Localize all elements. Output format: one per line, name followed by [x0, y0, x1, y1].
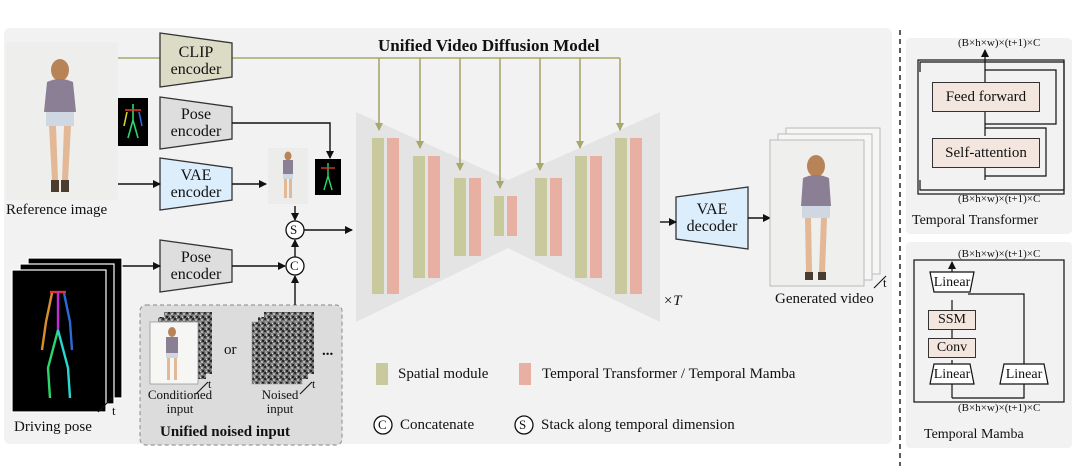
noised-time-label: t: [312, 377, 316, 391]
unet-blocks: [372, 138, 642, 294]
generated-video-stack: [769, 127, 881, 287]
legend-concat-circle: [373, 415, 393, 435]
vae-thumb-person: [283, 151, 293, 198]
temporal-module-bar: [469, 178, 481, 256]
conditioned-input-line2: input: [166, 401, 194, 417]
spatial-module-bar: [454, 178, 466, 256]
spatial-module-bar: [413, 156, 425, 278]
conditioned-input-stack: [149, 312, 212, 385]
clip-drop-lines: [375, 58, 624, 189]
pose-encoder-top-line1: Pose: [180, 105, 212, 123]
repeat-label: ×T: [663, 293, 682, 309]
tm-linear-top: Linear: [933, 275, 971, 290]
pose-encoder-top: Pose encoder: [160, 102, 232, 144]
temporal-module-bar: [550, 178, 562, 256]
noised-input-title: Unified noised input: [160, 424, 291, 440]
tm-bottom-shape: (B×h×w)×(t+1)×C: [958, 402, 1041, 414]
temporal-module-bar: [428, 156, 440, 278]
noised-input-label: Noised input: [250, 387, 310, 417]
clip-encoder-line1: CLIP: [178, 43, 214, 61]
conditioned-time-label: t: [208, 377, 212, 391]
driving-pose-time-label: t: [112, 403, 116, 418]
diagram-title: Unified Video Diffusion Model: [378, 36, 600, 55]
generated-video-label: Generated video: [775, 291, 874, 307]
tt-title: Temporal Transformer: [912, 213, 1039, 228]
concat-op-circle: [285, 256, 305, 276]
tm-linear-left: Linear: [933, 367, 971, 382]
noised-input-line1: Noised: [261, 387, 299, 402]
tm-conv: Conv: [928, 338, 976, 358]
vae-encoder: VAE encoder: [160, 163, 232, 205]
legend-stack-circle: [514, 415, 534, 435]
clip-encoder: CLIP encoder: [160, 40, 232, 82]
legend-temporal-label: Temporal Transformer / Temporal Mamba: [542, 366, 796, 382]
noised-or-label: or: [224, 342, 237, 358]
tm-title: Temporal Mamba: [924, 427, 1024, 442]
stack-op-circle: [285, 220, 305, 240]
tm-wiring: [948, 261, 1025, 399]
reference-image-label: Reference image: [6, 202, 108, 218]
tt-self-attention: Self-attention: [932, 138, 1040, 168]
legend-stack-symbol: S: [519, 417, 527, 432]
temporal-module-bar: [507, 196, 517, 236]
clip-encoder-line2: encoder: [170, 61, 222, 78]
pose-encoder-top-shape: [159, 96, 233, 150]
flow-arrows: [118, 122, 771, 305]
driving-pose-label: Driving pose: [14, 419, 92, 435]
driving-pose-skeleton: [40, 290, 74, 399]
vae-encoder-line1: VAE: [180, 166, 212, 184]
tt-top-shape: (B×h×w)×(t+1)×C: [958, 37, 1041, 49]
spatial-module-bar: [494, 196, 504, 236]
legend-spatial-swatch: [376, 363, 388, 385]
pose-encoder-top-line2: encoder: [170, 123, 222, 140]
driving-pose-stack: [11, 257, 123, 413]
legend-concat-label: Concatenate: [400, 417, 475, 433]
conditioned-input-label: Conditioned input: [144, 387, 216, 417]
tt-frame: [917, 59, 1065, 195]
generated-video-time-label: t: [883, 275, 887, 290]
tm-ssm: SSM: [928, 310, 976, 330]
vae-encoder-line2: encoder: [170, 184, 222, 201]
tm-linear-left-shape: [929, 363, 975, 385]
legend-stack-label: Stack along temporal dimension: [541, 417, 735, 433]
tm-top-shape: (B×h×w)×(t+1)×C: [958, 248, 1041, 260]
noised-input-stack: [251, 312, 314, 385]
spatial-module-bar: [615, 138, 627, 294]
tt-bottom-shape: (B×h×w)×(t+1)×C: [958, 193, 1041, 205]
vae-decoder-line2: decoder: [686, 218, 738, 235]
tm-frame: [913, 259, 1065, 403]
vae-encoder-shape: [159, 157, 233, 211]
legend-temporal-swatch: [519, 363, 531, 385]
noised-input-line2: input: [266, 401, 294, 417]
pose-encoder-bottom-line2: encoder: [170, 266, 222, 283]
vae-decoder-line1: VAE: [696, 200, 728, 218]
pose-encoder-bottom-line1: Pose: [180, 248, 212, 266]
reference-person-figure: [44, 59, 76, 192]
conditioned-input-line1: Conditioned: [147, 387, 213, 402]
temporal-module-bar: [630, 138, 642, 294]
tm-linear-right: Linear: [1005, 367, 1043, 382]
stack-op-symbol: S: [290, 222, 298, 237]
legend-spatial-label: Spatial module: [398, 366, 489, 382]
temporal-module-bar: [387, 138, 399, 294]
pose-encoder-bottom-shape: [159, 239, 233, 293]
concat-op-symbol: C: [290, 258, 299, 273]
temporal-module-bar: [590, 156, 602, 278]
clip-encoder-shape: [159, 32, 233, 88]
spatial-module-bar: [535, 178, 547, 256]
spatial-module-bar: [372, 138, 384, 294]
vae-decoder: VAE decoder: [676, 197, 748, 239]
legend-concat-symbol: C: [378, 417, 387, 432]
tt-feed-forward: Feed forward: [932, 82, 1040, 112]
tm-linear-top-shape: [929, 271, 975, 293]
noised-dots-label: ...: [322, 343, 334, 359]
temporal-mamba-panel: [906, 242, 1072, 448]
pose-encoder-bottom: Pose encoder: [160, 245, 232, 287]
spatial-module-bar: [575, 156, 587, 278]
tm-linear-right-shape: [999, 363, 1049, 385]
